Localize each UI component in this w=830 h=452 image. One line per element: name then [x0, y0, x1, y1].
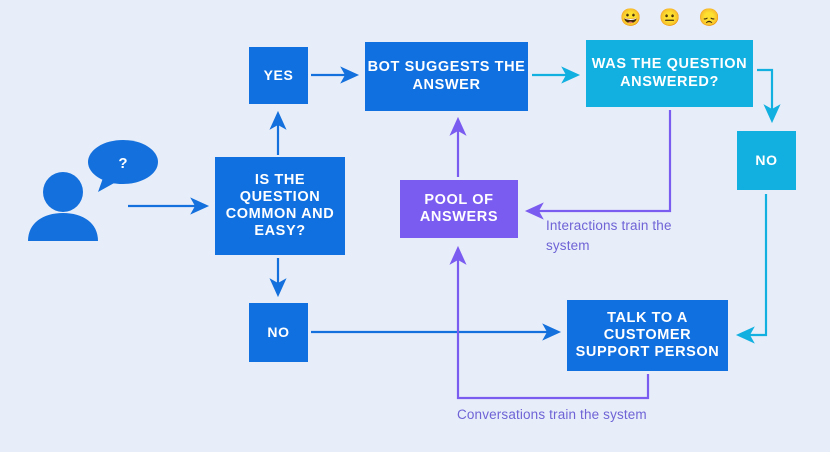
disappointed-face-emoji: 😞 — [698, 8, 720, 27]
grinning-face-emoji: 😀 — [620, 8, 642, 27]
node-bot-label: BOT SUGGESTS THE ANSWER — [367, 59, 526, 93]
edge-answered-to-no — [757, 68, 781, 124]
node-talk-label: TALK TO A CUSTOMER SUPPORT PERSON — [575, 309, 720, 361]
label-conversations-train-the-system: Conversations train the system — [457, 407, 647, 422]
node-yes[interactable]: YES — [249, 47, 308, 104]
node-talk-to-customer-support-person[interactable]: TALK TO A CUSTOMER SUPPORT PERSON — [567, 300, 728, 371]
node-bot-suggests-answer[interactable]: BOT SUGGESTS THE ANSWER — [365, 42, 528, 111]
speech-bubble-icon — [88, 140, 158, 192]
neutral-face-emoji: 😐 — [659, 8, 681, 27]
node-no-right-label: NO — [755, 152, 778, 169]
edge-conversations-feedback — [449, 245, 650, 400]
node-no-not-common[interactable]: NO — [249, 303, 308, 362]
edge-no-right-to-talk — [735, 194, 768, 344]
node-decision-label: IS THE QUESTION COMMON AND EASY? — [225, 171, 335, 240]
label-interactions-train-the-system: Interactions train the system — [546, 218, 672, 253]
node-no-not-answered[interactable]: NO — [737, 131, 796, 190]
node-question-common-and-easy[interactable]: IS THE QUESTION COMMON AND EASY? — [215, 157, 345, 255]
sentiment-emoji-row: 😀 😐 😞 — [620, 8, 720, 28]
user-avatar-icon — [28, 172, 98, 241]
node-no-bottom-label: NO — [267, 324, 290, 341]
node-pool-label: POOL OF ANSWERS — [419, 191, 499, 225]
edge-interactions-feedback — [524, 110, 672, 220]
node-was-question-answered[interactable]: WAS THE QUESTION ANSWERED? — [586, 40, 753, 107]
node-answered-label: WAS THE QUESTION ANSWERED? — [591, 56, 748, 90]
node-pool-of-answers[interactable]: POOL OF ANSWERS — [400, 180, 518, 238]
node-yes-label: YES — [263, 67, 294, 84]
